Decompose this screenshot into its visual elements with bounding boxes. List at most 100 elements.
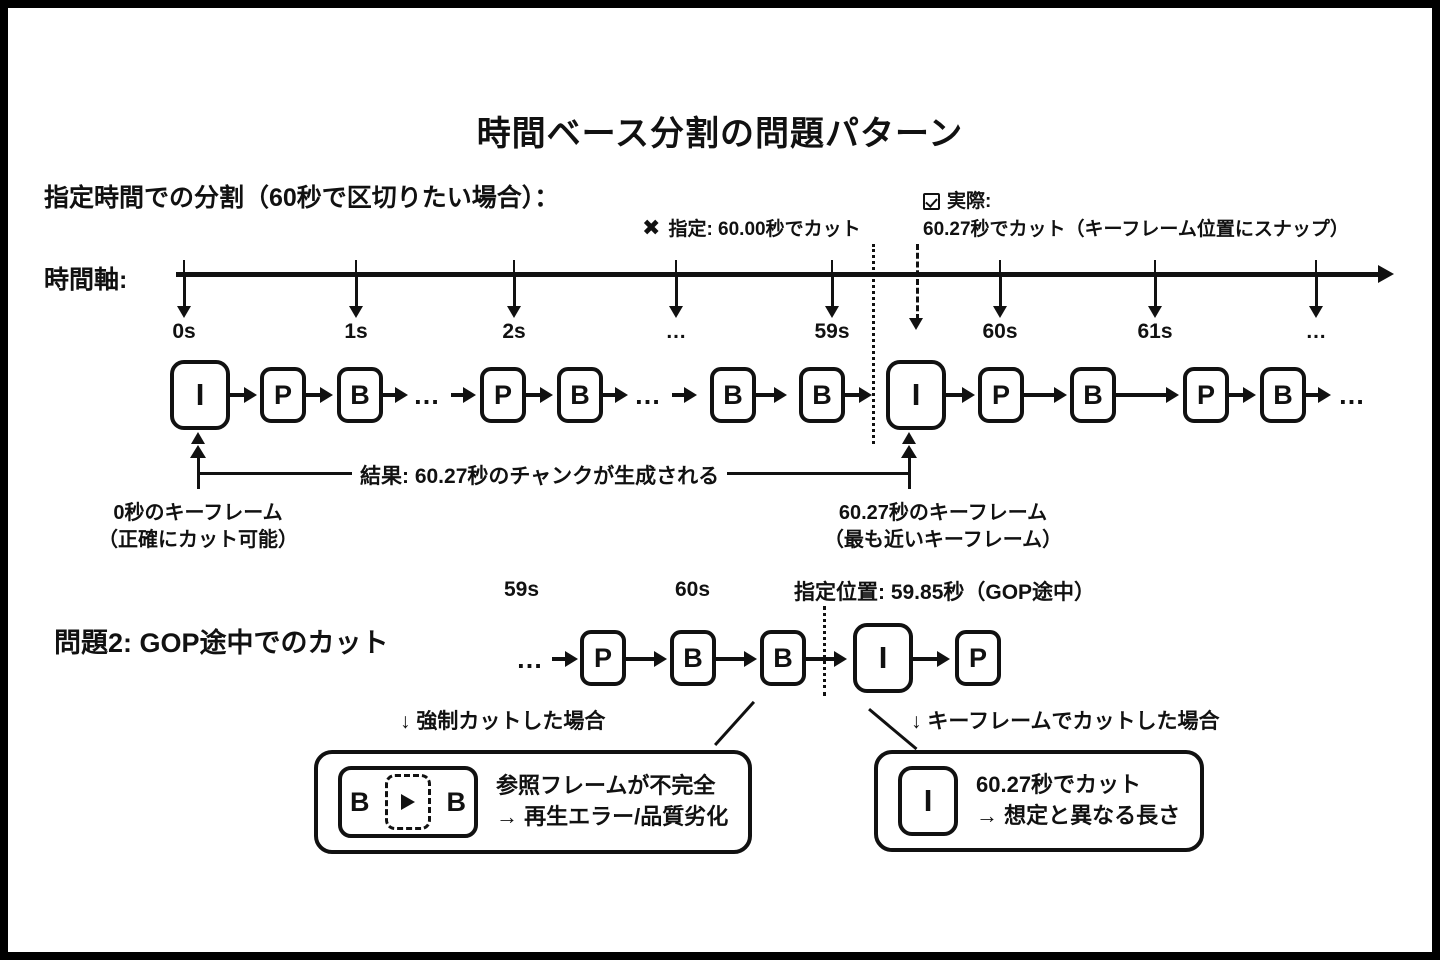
section2-tick-59s: 59s <box>504 578 540 601</box>
tick-arrow-ellipsis2 <box>1309 306 1323 318</box>
x-mark-icon: ✖ <box>642 214 661 240</box>
tick-line-60s <box>999 276 1002 308</box>
frame-connector <box>383 393 395 397</box>
axis-tick-stub <box>1154 260 1156 277</box>
annotation-left-line2: （正確にカット可能） <box>98 529 298 551</box>
frame-connector <box>716 657 744 661</box>
leader-line-left <box>714 700 756 747</box>
axis-line <box>176 272 1382 277</box>
marker-cut-5985s <box>823 606 826 696</box>
tick-line-59s <box>831 276 834 308</box>
checkbox-checked-icon <box>923 193 940 211</box>
tick-line-0s <box>183 276 186 308</box>
tick-label-2s: 2s <box>502 320 526 343</box>
frame-connector-arrow-icon <box>540 387 553 403</box>
frame-box-I: I <box>170 360 230 430</box>
frame-box-B: B <box>760 630 806 686</box>
broken-gop-right-frame: B <box>446 786 467 817</box>
annotation-right: 60.27秒のキーフレーム （最も近いキーフレーム） <box>798 500 1088 554</box>
frame-connector-arrow-icon <box>859 387 872 403</box>
frame-box-B: B <box>557 367 603 423</box>
tick-arrow-0s <box>177 306 191 318</box>
span-arrow-right-icon <box>901 445 917 458</box>
annotation-left: 0秒のキーフレーム （正確にカット可能） <box>78 500 318 554</box>
frame-connector-arrow-icon <box>1243 387 1256 403</box>
broken-gop-left-frame: B <box>350 786 370 817</box>
tick-label-60s: 60s <box>982 320 1018 343</box>
tick-arrow-61s <box>1148 306 1162 318</box>
result-force-cut-line1: 参照フレームが不完全 <box>496 773 716 799</box>
frame-box-B: B <box>337 367 383 423</box>
axis-tick-stub <box>675 260 677 277</box>
marker-actual-6027s <box>916 244 919 320</box>
frame-connector <box>946 393 962 397</box>
axis-tick-stub <box>1315 260 1317 277</box>
marker-specified-60s <box>872 244 875 444</box>
frame-box-B: B <box>710 367 756 423</box>
frame-box-P: P <box>260 367 306 423</box>
frame-box-B: B <box>1260 367 1306 423</box>
result-force-cut-text: 参照フレームが不完全 → 再生エラー/品質劣化 <box>496 771 728 833</box>
frame-box-P: P <box>480 367 526 423</box>
tick-arrow-60s <box>993 306 1007 318</box>
annotation-right-line2: （最も近いキーフレーム） <box>823 529 1063 551</box>
frame-connector-arrow-icon <box>774 387 787 403</box>
broken-gop-glyph: B B <box>338 766 478 838</box>
result-keyframe-line1: 60.27秒でカット <box>976 772 1142 798</box>
frame-connector <box>451 393 463 397</box>
tick-line-2s <box>513 276 516 308</box>
frame-box-I: I <box>853 623 913 693</box>
span-label: 結果: 60.27秒のチャンクが生成される <box>352 460 728 490</box>
frame-connector-arrow-icon <box>1318 387 1331 403</box>
diagram-canvas: 時間ベース分割の問題パターン 指定時間での分割（60秒で区切りたい場合）： ✖ … <box>8 8 1432 952</box>
tick-arrow-59s <box>825 306 839 318</box>
callout-actual-cut: 実際: 60.27秒でカット（キーフレーム位置にスナップ） <box>923 188 1349 243</box>
result-keyframe-glyph: I <box>898 766 958 836</box>
section2-position-label: 指定位置: 59.85秒（GOP途中） <box>794 581 1096 604</box>
frame-connector <box>526 393 540 397</box>
axis-tick-stub <box>831 260 833 277</box>
frame-ellipsis: … <box>413 380 441 410</box>
annotation-left-line1: 0秒のキーフレーム <box>113 502 283 524</box>
frame-connector-arrow-icon <box>744 651 757 667</box>
frame-connector-arrow-icon <box>1166 387 1179 403</box>
callout-specified-cut: ✖ 指定: 60.00秒でカット <box>642 214 861 241</box>
frame-box-P: P <box>955 630 1001 686</box>
frame-connector <box>913 657 937 661</box>
result-force-cut-line2: → 再生エラー/品質劣化 <box>496 804 729 829</box>
frame-box-I-keyframe: I <box>886 360 946 430</box>
frame-connector <box>845 393 863 397</box>
page-title: 時間ベース分割の問題パターン <box>476 115 964 153</box>
tick-arrow-ellipsis1 <box>669 306 683 318</box>
frame-connector <box>552 657 565 661</box>
frame-connector <box>306 393 320 397</box>
frame-ellipsis: … <box>634 380 662 410</box>
axis-arrowhead-icon <box>1378 265 1394 283</box>
result-box-force-cut: B B 参照フレームが不完全 → 再生エラー/品質劣化 <box>314 750 753 854</box>
axis-tick-stub <box>513 260 515 277</box>
frame-connector-arrow-icon <box>320 387 333 403</box>
axis-tick-stub <box>183 260 185 277</box>
frame-ellipsis: … <box>516 644 544 674</box>
frame-box-B: B <box>670 630 716 686</box>
branch-label-force-cut: ↓ 強制カットした場合 <box>400 710 606 733</box>
span-vertical-right <box>908 457 911 489</box>
frame-connector <box>806 657 834 661</box>
frame-connector <box>626 657 654 661</box>
tick-label-0s: 0s <box>172 320 196 343</box>
missing-frame-icon <box>385 774 431 830</box>
frame-ellipsis: … <box>1338 380 1366 410</box>
frame-connector-arrow-icon <box>395 387 408 403</box>
frame-box-P: P <box>978 367 1024 423</box>
span-arrow-left-icon <box>190 445 206 458</box>
tick-label-1s: 1s <box>344 320 368 343</box>
frame-connector-arrow-icon <box>834 651 847 667</box>
frame-connector <box>603 393 615 397</box>
frame-connector-arrow-icon <box>565 651 578 667</box>
callout-specified-text: 指定: 60.00秒でカット <box>668 219 861 240</box>
result-box-keyframe-cut: I 60.27秒でカット → 想定と異なる長さ <box>874 750 1205 852</box>
frame-connector-arrow-icon <box>615 387 628 403</box>
tick-label-61s: 61s <box>1137 320 1173 343</box>
tick-label-ellipsis1: … <box>665 320 687 343</box>
tick-label-ellipsis2: … <box>1305 320 1327 343</box>
